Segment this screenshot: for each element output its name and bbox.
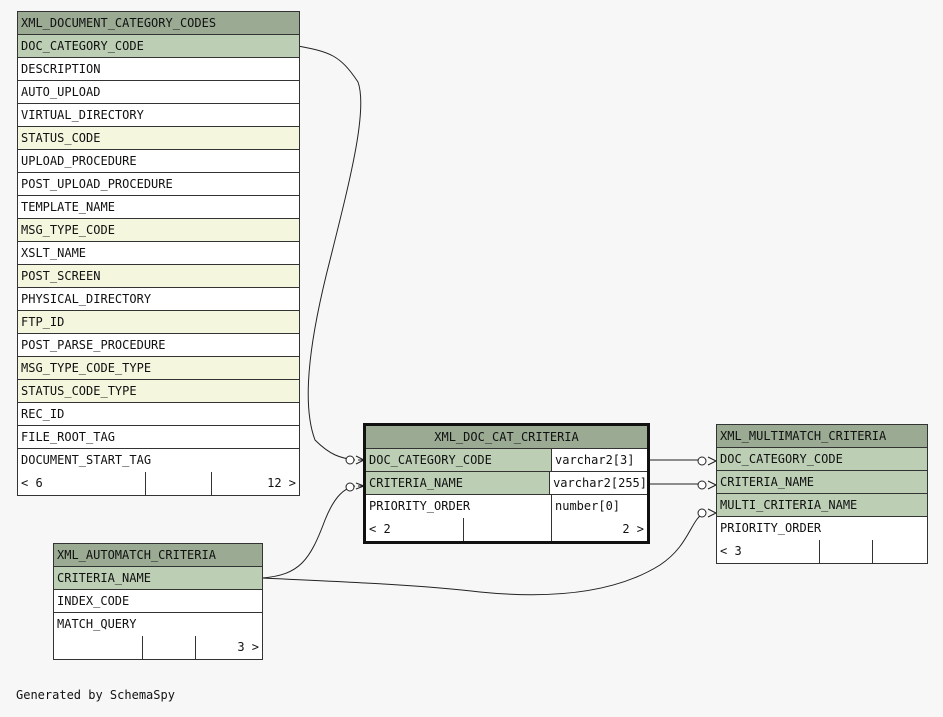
- column-row[interactable]: CRITERIA_NAME: [717, 471, 927, 494]
- column-row[interactable]: PRIORITY_ORDER: [717, 517, 927, 540]
- column-row[interactable]: MATCH_QUERY: [54, 613, 262, 636]
- column-row[interactable]: PHYSICAL_DIRECTORY: [18, 288, 299, 311]
- footer-middle: [146, 472, 212, 495]
- table-header: XML_AUTOMATCH_CRITERIA: [54, 544, 262, 567]
- column-row[interactable]: POST_SCREEN: [18, 265, 299, 288]
- table-header: XML_DOCUMENT_CATEGORY_CODES: [18, 12, 299, 35]
- table-xml-document-category-codes[interactable]: XML_DOCUMENT_CATEGORY_CODES DOC_CATEGORY…: [17, 11, 300, 496]
- footer-middle: [143, 636, 196, 659]
- footer-middle: [464, 518, 552, 541]
- column-name: PRIORITY_ORDER: [366, 495, 552, 518]
- table-footer: 3 >: [54, 636, 262, 659]
- table-footer: < 6 12 >: [18, 472, 299, 495]
- column-row[interactable]: MSG_TYPE_CODE: [18, 219, 299, 242]
- column-row[interactable]: DOC_CATEGORY_CODE: [18, 35, 299, 58]
- footer-children-count: 12 >: [267, 476, 296, 490]
- column-row[interactable]: XSLT_NAME: [18, 242, 299, 265]
- footer-parents-count: < 6: [18, 472, 146, 495]
- column-row[interactable]: STATUS_CODE_TYPE: [18, 380, 299, 403]
- column-row[interactable]: UPLOAD_PROCEDURE: [18, 150, 299, 173]
- column-row[interactable]: POST_PARSE_PROCEDURE: [18, 334, 299, 357]
- footer-children-count: [873, 540, 927, 563]
- column-row[interactable]: MSG_TYPE_CODE_TYPE: [18, 357, 299, 380]
- column-row[interactable]: FILE_ROOT_TAG: [18, 426, 299, 449]
- table-footer: < 3: [717, 540, 927, 563]
- footer-children-count: 3 >: [237, 640, 259, 654]
- link-automatch-to-criteria: [261, 485, 356, 579]
- column-row[interactable]: TEMPLATE_NAME: [18, 196, 299, 219]
- column-type: number[0]: [552, 495, 647, 518]
- column-row[interactable]: POST_UPLOAD_PROCEDURE: [18, 173, 299, 196]
- column-name: DOC_CATEGORY_CODE: [366, 449, 552, 471]
- column-row[interactable]: VIRTUAL_DIRECTORY: [18, 104, 299, 127]
- column-row[interactable]: CRITERIA_NAME: [54, 567, 262, 590]
- column-type: varchar2[255]: [550, 472, 647, 494]
- column-row[interactable]: REC_ID: [18, 403, 299, 426]
- column-row[interactable]: FTP_ID: [18, 311, 299, 334]
- table-xml-multimatch-criteria[interactable]: XML_MULTIMATCH_CRITERIA DOC_CATEGORY_COD…: [716, 424, 928, 564]
- table-header: XML_DOC_CAT_CRITERIA: [366, 426, 647, 449]
- column-row[interactable]: DESCRIPTION: [18, 58, 299, 81]
- footer-parents-count: < 3: [717, 540, 820, 563]
- footer-parents-count: [54, 636, 143, 659]
- generated-by-credit: Generated by SchemaSpy: [16, 688, 175, 702]
- table-header: XML_MULTIMATCH_CRITERIA: [717, 425, 927, 448]
- column-row[interactable]: DOCUMENT_START_TAG: [18, 449, 299, 472]
- footer-parents-count: < 2: [366, 518, 464, 541]
- column-row[interactable]: DOC_CATEGORY_CODE: [717, 448, 927, 471]
- column-name: CRITERIA_NAME: [366, 472, 551, 494]
- column-row[interactable]: AUTO_UPLOAD: [18, 81, 299, 104]
- table-footer: < 2 2 >: [366, 518, 647, 541]
- column-row[interactable]: INDEX_CODE: [54, 590, 262, 613]
- column-row[interactable]: MULTI_CRITERIA_NAME: [717, 494, 927, 517]
- link-doc-category-code: [297, 45, 362, 461]
- column-type: varchar2[3]: [552, 449, 647, 471]
- footer-children-count: 2 >: [622, 522, 644, 536]
- footer-middle: [820, 540, 873, 563]
- column-row[interactable]: STATUS_CODE: [18, 127, 299, 150]
